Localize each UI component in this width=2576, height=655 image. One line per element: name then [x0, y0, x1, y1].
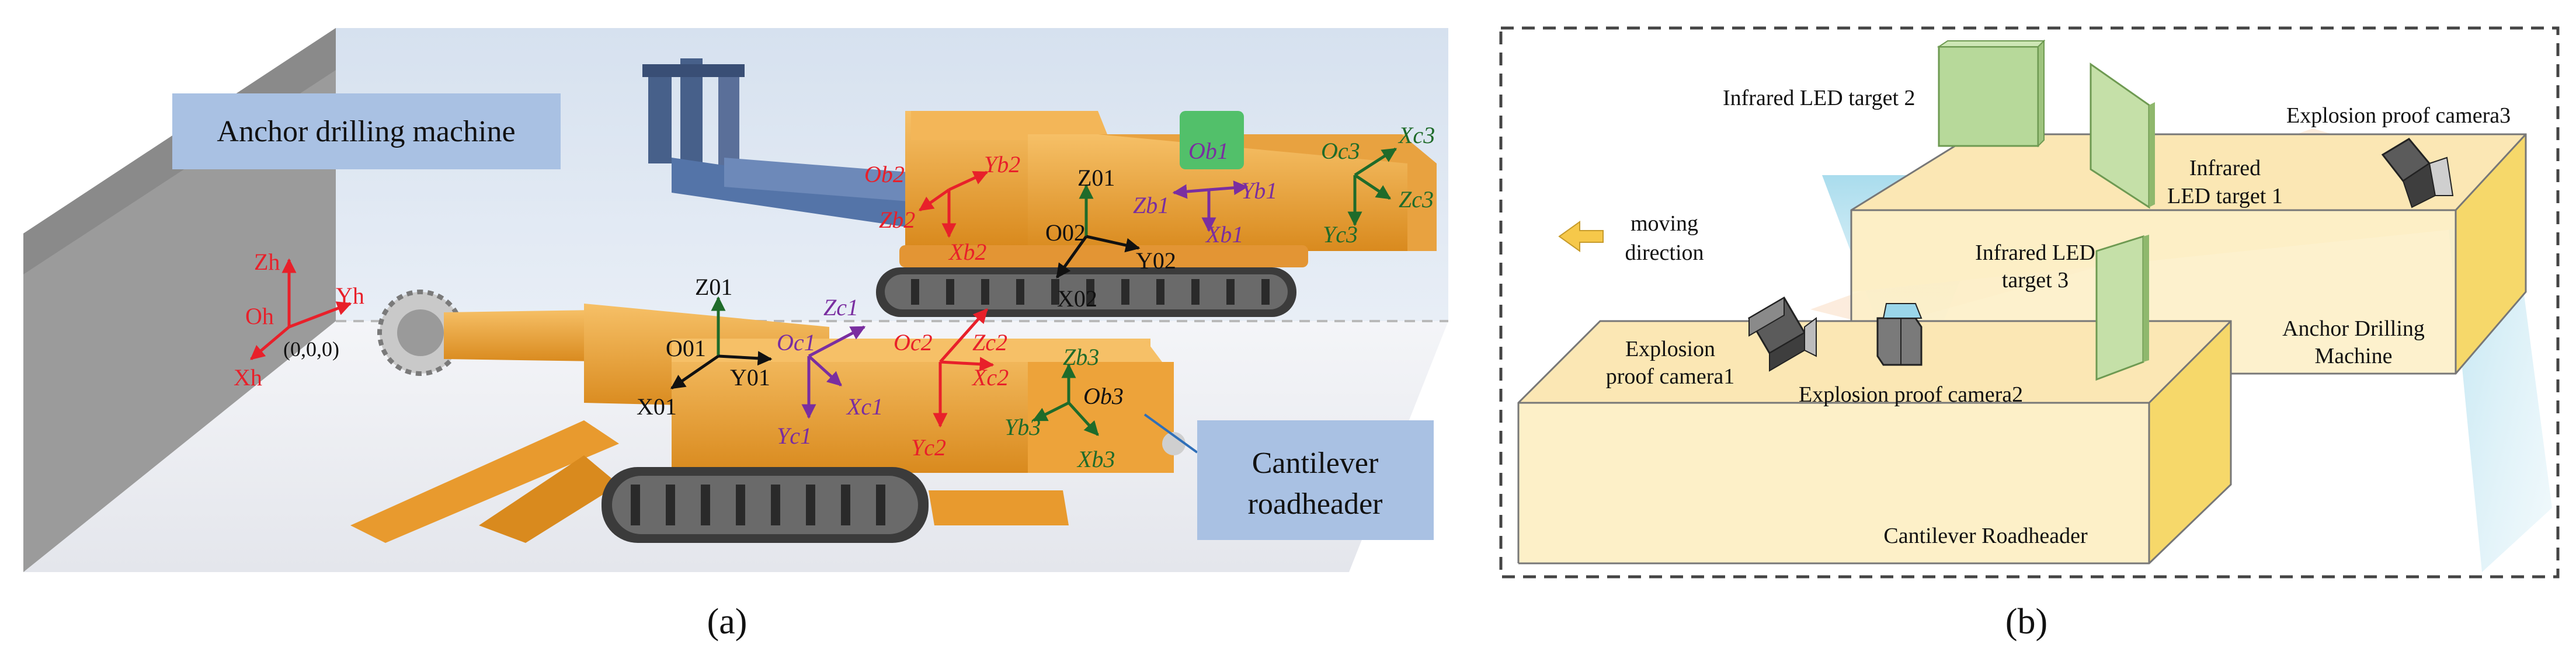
frame-c2-x: Xc2: [971, 364, 1009, 391]
camera-2-icon: [1876, 303, 1923, 366]
frame-b2-y: Yb2: [984, 151, 1020, 177]
frame-c1-z: Zc1: [823, 294, 858, 320]
frame-h: Zh Oh Yh Xh (0,0,0): [234, 249, 364, 391]
anchor-label: Anchor drilling machine: [217, 115, 515, 148]
camera-3-label: Explosion proof camera3: [2286, 103, 2511, 128]
frame-c2-o: Oc2: [894, 329, 933, 356]
caption-b: (b): [2005, 602, 2047, 642]
ir-target-3-label-line2: target 3: [2002, 268, 2069, 292]
frame-02-z: Z01: [1077, 165, 1115, 191]
ir-target-1-label-line2: LED target 1: [2167, 184, 2283, 208]
frame-c2-z: Zc2: [972, 329, 1007, 356]
camera-2-label: Explosion proof camera2: [1799, 382, 2023, 407]
ir-target-1: [2090, 62, 2155, 209]
frame-b3-o: Ob3: [1083, 383, 1124, 409]
frame-b3-z: Zb3: [1063, 344, 1099, 370]
frame-01-z: Z01: [695, 274, 732, 300]
camera-1-icon: [1747, 296, 1817, 372]
frame-01: Z01 O01 Y01 X01: [637, 274, 773, 420]
moving-direction-arrow: [1558, 221, 1604, 252]
frame-b1: Ob1 Yb1 Zb1 Xb1: [1133, 138, 1277, 248]
frame-01-x: X01: [637, 393, 677, 420]
frame-c3-z: Zc3: [1399, 186, 1434, 212]
frame-02-o: O02: [1045, 220, 1086, 246]
camera-1-label-line1: Explosion: [1625, 337, 1715, 361]
frame-c3: Oc3 Xc3 Zc3 Yc3: [1321, 122, 1435, 248]
ir-target-2: [1937, 39, 2046, 148]
anchor-machine-label-line1: Anchor Drilling: [2282, 316, 2425, 341]
frame-b3: Zb3 Ob3 Yb3 Xb3: [1004, 344, 1124, 472]
frame-b1-x: Xb1: [1205, 221, 1243, 248]
frame-b3-x: Xb3: [1076, 446, 1115, 472]
frame-b1-y: Yb1: [1241, 177, 1277, 204]
frame-c3-y: Yc3: [1323, 221, 1358, 248]
anchor-label-box: [172, 93, 561, 169]
frame-02-y: Y02: [1136, 248, 1176, 274]
origin-coords: (0,0,0): [283, 337, 339, 361]
frame-02: Z01 O02 Y02 X02: [1045, 165, 1176, 312]
frame-c3-x: Xc3: [1397, 122, 1435, 148]
frame-01-y: Y01: [730, 364, 770, 391]
frame-c3-o: Oc3: [1321, 138, 1360, 164]
frame-c1: Zc1 Oc1 Xc1 Yc1: [777, 294, 883, 449]
frame-c2: Oc2 Zc2 Xc2 Yc2: [894, 308, 1009, 461]
ir-target-1-label-line1: Infrared: [2189, 156, 2261, 180]
frame-02-x: X02: [1057, 285, 1097, 312]
moving-direction-line1: moving: [1631, 211, 1698, 236]
frame-h-o: Oh: [245, 303, 274, 329]
roadheader-label-line2: roadheader: [1248, 487, 1383, 521]
panel-b-frame: [1499, 26, 2560, 579]
frame-h-z: Zh: [254, 249, 280, 275]
panel-b: moving direction Infrared LED target 2 E…: [1499, 26, 2560, 642]
roadheader-leader: [1143, 413, 1198, 454]
roadheader-box: [1517, 320, 2232, 565]
panel-a: Anchor drilling machine Cantilever roadh…: [23, 28, 1448, 642]
frame-b2-z: Zb2: [879, 207, 915, 233]
ir-target-2-label: Infrared LED target 2: [1723, 86, 1916, 110]
frame-c2-y: Yc2: [911, 434, 946, 461]
frame-b1-z: Zb1: [1133, 192, 1169, 218]
roadheader-label-box: [1197, 420, 1434, 540]
frame-b2: Ob2 Yb2 Zb2 Xb2: [864, 151, 1020, 265]
frame-b2-x: Xb2: [948, 239, 986, 265]
cantilever-roadheader-drawing: [350, 290, 1186, 543]
frame-h-x: Xh: [234, 364, 262, 391]
frame-c1-y: Yc1: [777, 423, 812, 449]
caption-a: (a): [707, 602, 748, 642]
moving-direction-line2: direction: [1625, 241, 1704, 265]
frame-b2-o: Ob2: [864, 161, 905, 187]
camera-3-icon: [2381, 138, 2454, 208]
ir-target-3-label-line1: Infrared LED: [1975, 241, 2095, 265]
frame-c1-o: Oc1: [777, 329, 816, 356]
anchor-machine-label-line2: Machine: [2315, 344, 2393, 368]
anchor-drilling-machine-drawing: [642, 58, 1437, 317]
camera-1-label-line2: proof camera1: [1606, 364, 1735, 389]
ir-target-3: [2095, 235, 2149, 381]
roadheader-box-label: Cantilever Roadheader: [1883, 524, 2088, 548]
frame-b3-y: Yb3: [1004, 414, 1041, 440]
frame-c1-x: Xc1: [846, 393, 883, 420]
frame-b1-o: Ob1: [1188, 138, 1229, 164]
roadheader-label-line1: Cantilever: [1252, 447, 1379, 480]
frame-01-o: O01: [666, 335, 706, 361]
frame-h-y: Yh: [336, 283, 364, 309]
